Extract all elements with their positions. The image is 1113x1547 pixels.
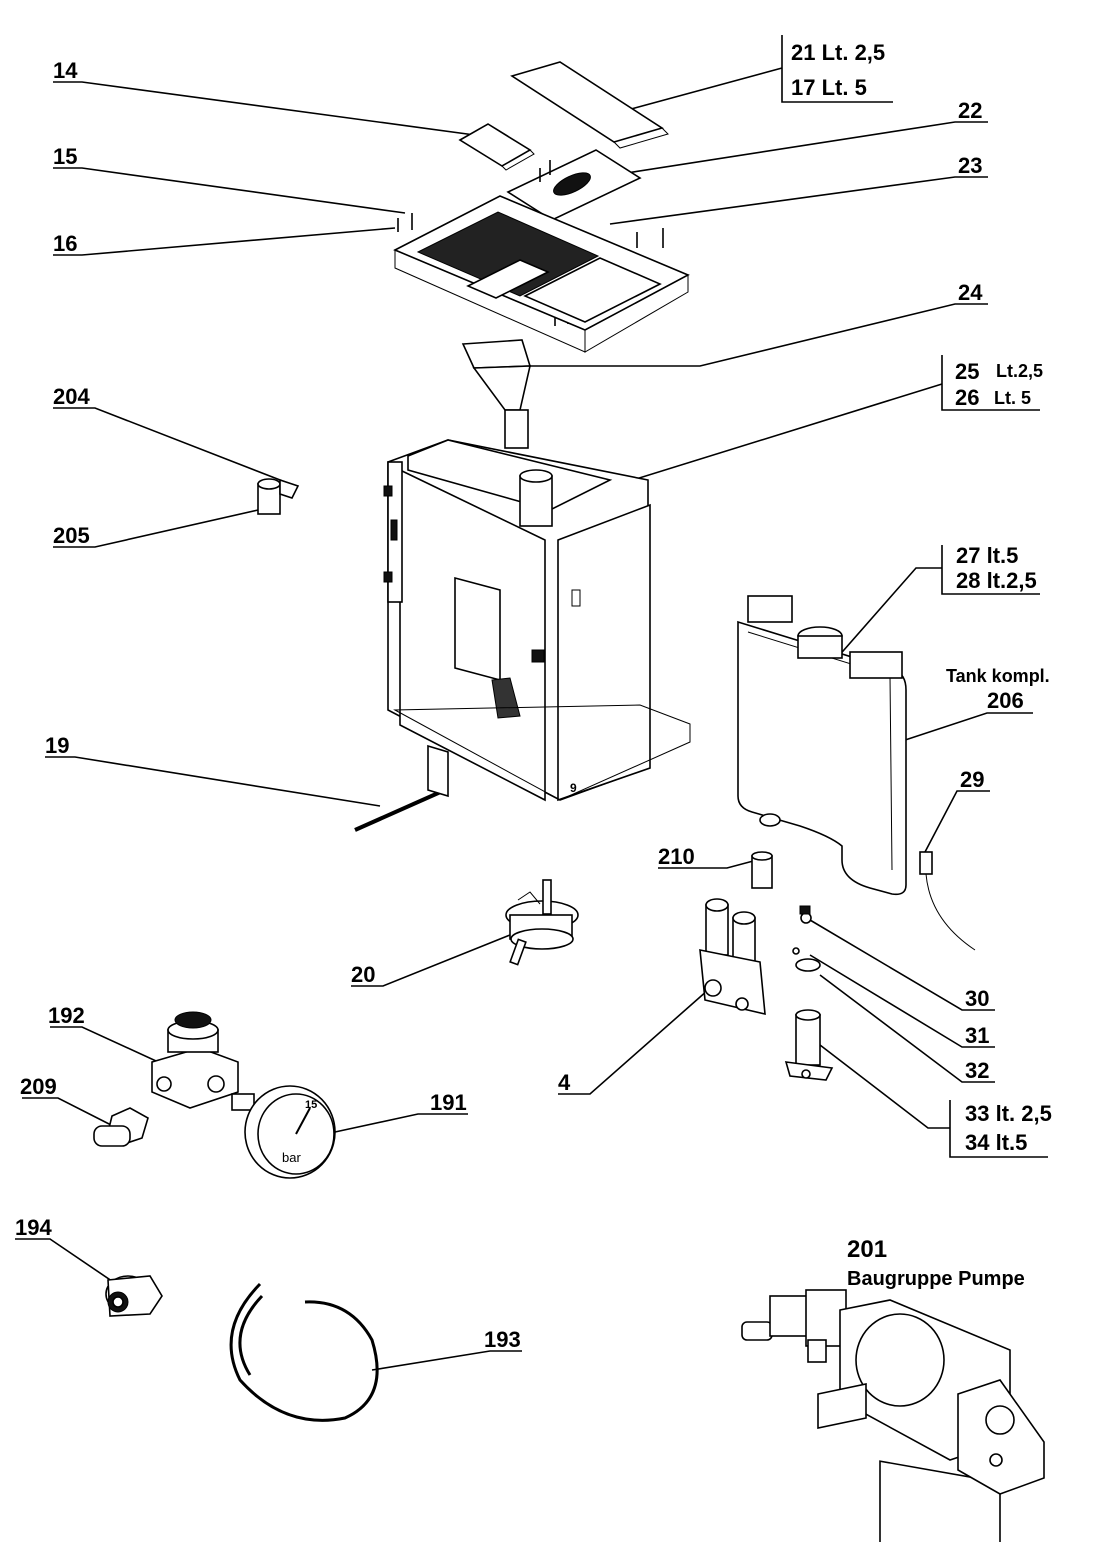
label-33: 33 lt. 2,5: [965, 1101, 1052, 1126]
leader-204: [53, 407, 294, 486]
label-205: 205: [53, 523, 90, 548]
pressure-gauge-part: 15 bar: [231, 1085, 336, 1179]
label-30: 30: [965, 986, 989, 1011]
leader-192: [50, 1026, 181, 1073]
label-204: 204: [53, 384, 90, 409]
label-26-size: Lt. 5: [994, 388, 1031, 408]
label-4: 4: [558, 1070, 571, 1095]
leader-24: [530, 303, 988, 367]
label-31: 31: [965, 1023, 989, 1048]
housing-part: 9: [383, 439, 691, 802]
leader-15: [53, 167, 406, 214]
sensor-part: [919, 851, 976, 951]
label-20: 20: [351, 962, 375, 987]
small-fittings-part: [792, 905, 821, 972]
label-14: 14: [53, 58, 78, 83]
label-191: 191: [430, 1090, 467, 1115]
gauge-unit-label: bar: [282, 1150, 301, 1165]
leader-191: [334, 1113, 468, 1133]
leader-23: [609, 176, 988, 225]
cylinder-210-part: [751, 851, 773, 889]
label-206: 206: [987, 688, 1024, 713]
sleeve-part: [257, 478, 300, 515]
leader-22: [619, 121, 988, 175]
leader-205: [53, 509, 259, 548]
label-34: 34 lt.5: [965, 1130, 1027, 1155]
leader-33-34: [819, 1044, 950, 1129]
label-16: 16: [53, 231, 77, 256]
label-210: 210: [658, 844, 695, 869]
funnel-part: [461, 339, 532, 449]
hose-part: [229, 1282, 379, 1422]
bracket-25-26: [941, 355, 1040, 411]
leader-31: [809, 954, 995, 1048]
leader-20: [351, 934, 511, 987]
pump-assembly-part: [741, 1289, 1045, 1547]
nozzle-part: [784, 1009, 834, 1081]
bracket-21-17: [781, 35, 893, 103]
callout-labels: 14 15 16 21 Lt. 2,5 17 Lt. 5 22 23 24 25…: [15, 40, 1052, 1352]
label-201: 201: [847, 1236, 887, 1263]
regulator-part: [151, 1011, 239, 1109]
rod-part: [354, 744, 449, 832]
label-32: 32: [965, 1058, 989, 1083]
leader-194: [15, 1238, 129, 1293]
parts: 9: [93, 61, 1045, 1547]
leader-14: [53, 81, 483, 137]
label-25-number: 25: [955, 359, 979, 384]
label-17: 17 Lt. 5: [791, 75, 867, 100]
label-23: 23: [958, 153, 982, 178]
label-192: 192: [48, 1003, 85, 1028]
leader-30: [809, 919, 995, 1011]
leader-210: [658, 859, 758, 869]
lid-plate-part: [510, 61, 669, 149]
label-24: 24: [958, 280, 983, 305]
small-lid-part: [458, 123, 535, 171]
leader-19: [45, 756, 381, 807]
elbow-fitting-part: [93, 1107, 149, 1147]
label-193: 193: [484, 1327, 521, 1352]
label-194: 194: [15, 1215, 52, 1240]
leader-16: [53, 227, 396, 256]
base-mark-label: 9: [570, 781, 577, 795]
label-27: 27 lt.5: [956, 543, 1018, 568]
label-28: 28 lt.2,5: [956, 568, 1037, 593]
cover-plate-part: [506, 149, 642, 221]
leader-206: [889, 712, 1033, 746]
label-15: 15: [53, 144, 77, 169]
leader-193: [371, 1350, 522, 1371]
label-29: 29: [960, 767, 984, 792]
leader-209: [22, 1097, 116, 1128]
top-frame-part: [393, 195, 690, 353]
bracket-33-34: [949, 1100, 1048, 1158]
pump-title-label: Baugruppe Pumpe: [847, 1268, 1025, 1290]
label-26-number: 26: [955, 385, 979, 410]
twin-fitting-part: [699, 898, 766, 1016]
label-19: 19: [45, 733, 69, 758]
valve-part: [505, 879, 579, 966]
gauge-max-label: 15: [305, 1099, 317, 1111]
tank-title-label: Tank kompl.: [946, 666, 1050, 686]
tank-part: [737, 595, 907, 896]
leader-29: [924, 790, 990, 853]
bulkhead-fitting-part: [105, 1275, 163, 1317]
label-21: 21 Lt. 2,5: [791, 40, 885, 65]
label-209: 209: [20, 1074, 57, 1099]
leader-32: [819, 974, 995, 1083]
label-22: 22: [958, 98, 982, 123]
leader-4: [558, 989, 709, 1095]
label-25-size: Lt.2,5: [996, 361, 1043, 381]
leader-25-26: [619, 383, 943, 485]
bracket-27-28: [941, 545, 1040, 595]
